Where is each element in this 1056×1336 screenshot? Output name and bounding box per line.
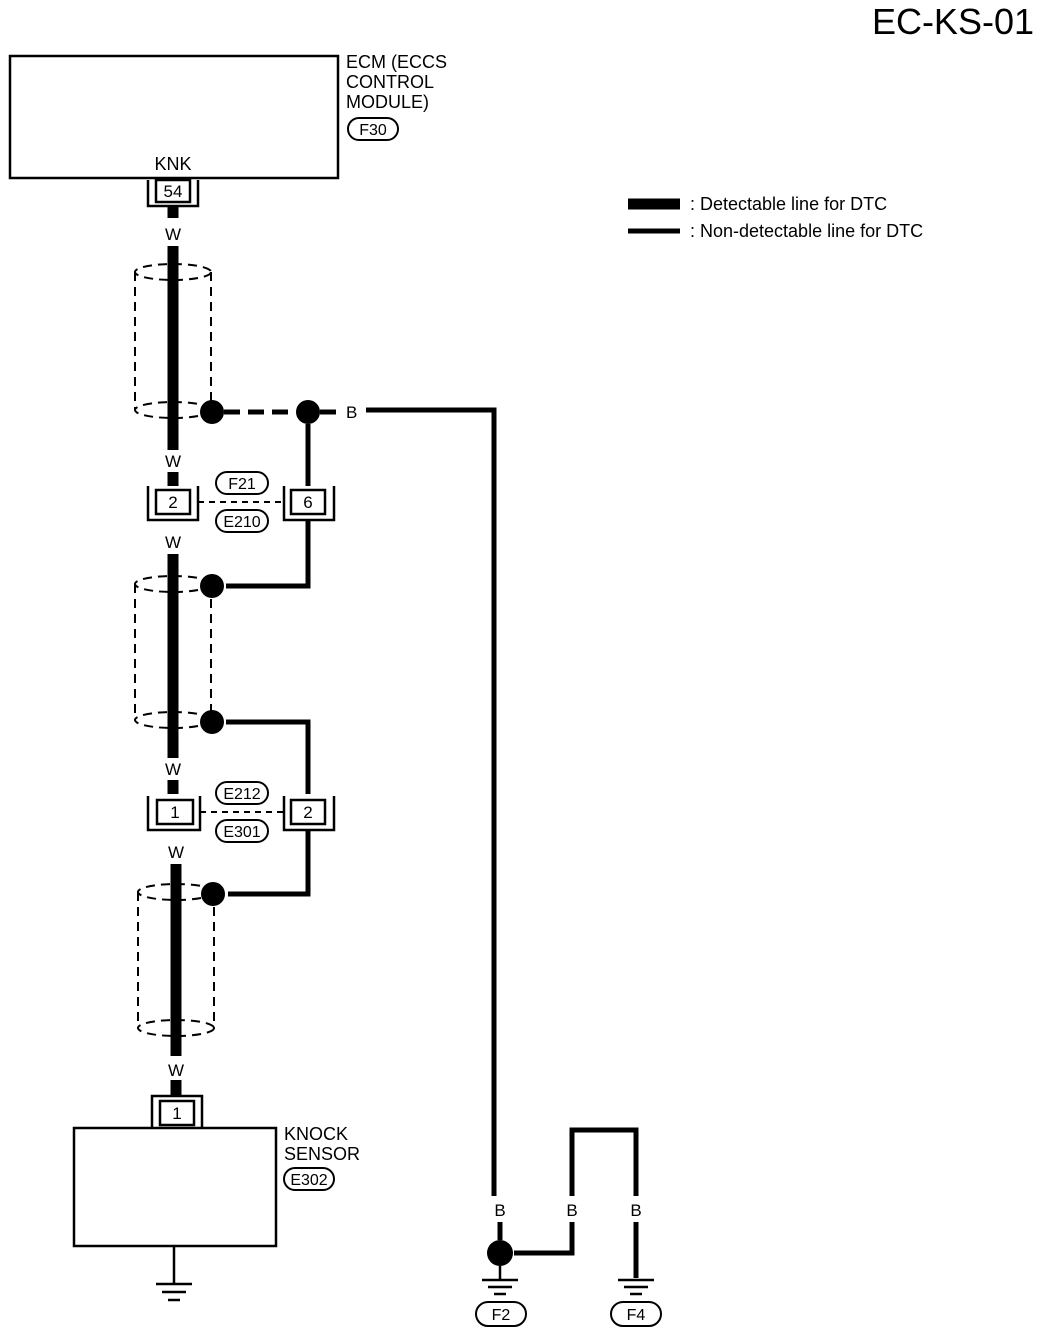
ground-wire-b-main (366, 407, 497, 1196)
ecm-label-line-2: CONTROL (346, 72, 434, 92)
shield-2-top-junction-dot (200, 574, 224, 598)
ecm-terminal-pin-box (154, 178, 192, 204)
wire-color-w-2: W (165, 452, 181, 471)
shield-drain-4-wire (228, 830, 311, 897)
wire-color-b-f4: B (630, 1201, 641, 1220)
junction-2-connector-bottom-oval (215, 819, 269, 843)
junction-2-right-pin-box (289, 798, 327, 826)
wire-color-w-4: W (165, 760, 181, 779)
shield-drain-2-wire (226, 520, 311, 589)
shield-2-bottom-junction-dot (200, 710, 224, 734)
knock-sensor-box (72, 1126, 278, 1248)
page-title: EC-KS-01 (872, 1, 1034, 42)
knock-sensor-label-line-2: SENSOR (284, 1144, 360, 1164)
ecm-connector-oval (347, 117, 399, 141)
junction-1-right-pin-box (289, 488, 327, 516)
ecm-terminal-name: KNK (154, 154, 191, 174)
junction-1-connector-top: F21 (228, 476, 256, 493)
junction-2-left-pin-box (155, 798, 195, 826)
shield-1-junction-dot (200, 400, 224, 424)
ground-f2-icon (482, 1266, 518, 1296)
knock-sensor-ground-icon (156, 1246, 192, 1302)
junction-2-connector-bottom: E301 (223, 824, 260, 841)
ecm-box (8, 54, 340, 180)
junction-2-connector-top-oval (215, 781, 269, 805)
wire-color-w-1: W (165, 225, 181, 244)
knock-sensor-pin-box (158, 1099, 196, 1127)
wire-color-b-f2: B (494, 1201, 505, 1220)
legend-detectable-text: : Detectable line for DTC (690, 194, 887, 214)
ground-wire-b-mid (514, 1222, 575, 1256)
ecm-terminal-pin: 54 (164, 182, 183, 201)
ground-wire-b-top-loop (569, 1127, 639, 1196)
junction-1-right-pin: 6 (303, 493, 312, 512)
ecm-connector-label: F30 (359, 122, 387, 139)
shield-3-top-junction-dot (201, 882, 225, 906)
ground-f2-connector-oval (475, 1301, 527, 1327)
junction-1-connector-top-oval (215, 471, 269, 495)
wire-color-b-mid: B (566, 1201, 577, 1220)
legend-nondetectable-text: : Non-detectable line for DTC (690, 221, 923, 241)
wire-color-w-3: W (165, 533, 181, 552)
knock-sensor-connector-label: E302 (290, 1172, 327, 1189)
knock-sensor-pin: 1 (172, 1104, 181, 1123)
wire-color-w-5: W (168, 843, 184, 862)
ground-f2-label: F2 (492, 1307, 511, 1324)
wire-color-b-shield: B (346, 403, 357, 422)
ground-f4-connector-oval (610, 1301, 662, 1327)
shield-drain-3-wire (226, 719, 311, 794)
wire-color-w-6: W (168, 1061, 184, 1080)
junction-1-left-pin: 2 (168, 493, 177, 512)
ground-f4-label: F4 (627, 1307, 646, 1324)
junction-1-connector-bottom-oval (215, 509, 269, 533)
ground-f4-icon (618, 1278, 654, 1296)
knock-sensor-terminal-bracket (150, 1094, 204, 1128)
knock-sensor-label-line-1: KNOCK (284, 1124, 348, 1144)
knock-sensor-connector-oval (283, 1167, 335, 1191)
junction-1-connector-bottom: E210 (223, 514, 260, 531)
junction-2-connector-top: E212 (223, 786, 260, 803)
junction-2-left-pin: 1 (170, 803, 179, 822)
junction-2-right-pin: 2 (303, 803, 312, 822)
shield-splice-dot (296, 400, 320, 424)
ecm-label-line-3: MODULE) (346, 92, 429, 112)
ecm-label-line-1: ECM (ECCS (346, 52, 447, 72)
junction-1-left-pin-box (154, 488, 192, 516)
ground-splice-dot (487, 1240, 513, 1266)
